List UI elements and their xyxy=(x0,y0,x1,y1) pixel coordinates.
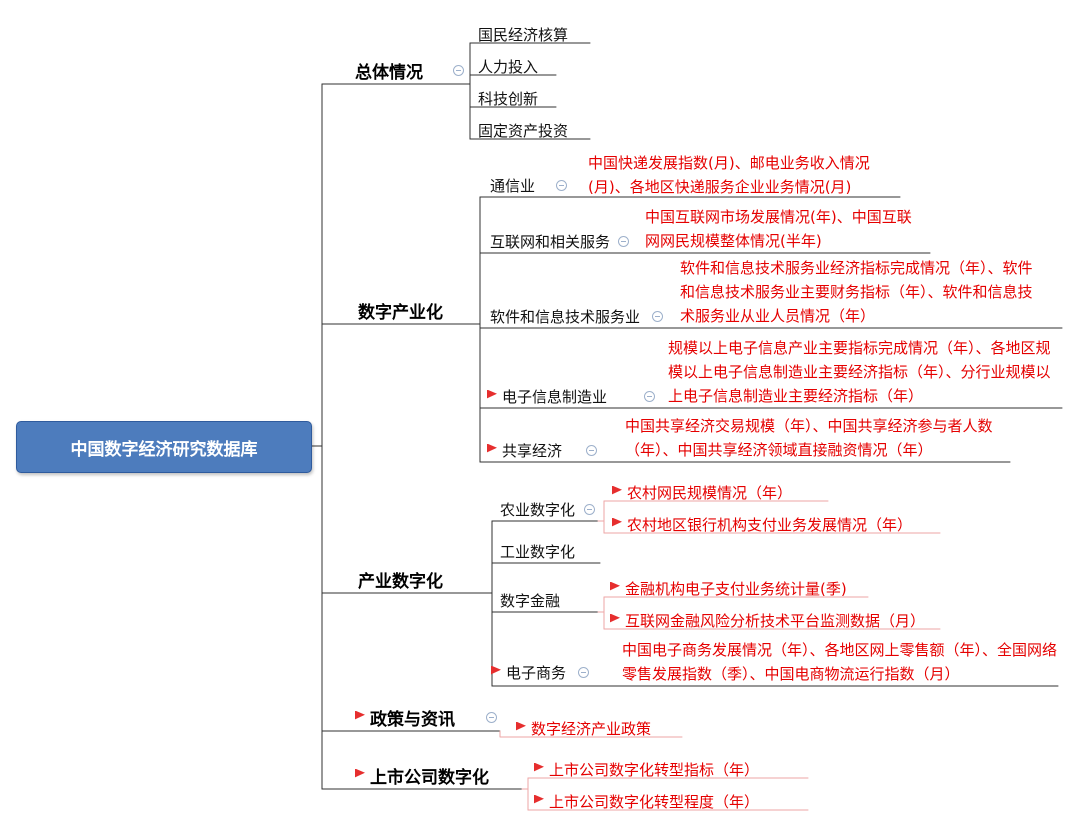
child-fixed-asset-investment[interactable]: 固定资产投资 xyxy=(478,120,568,140)
child-label: 人力投入 xyxy=(478,57,539,76)
branch-industry-digitalization[interactable]: 产业数字化 xyxy=(358,568,443,592)
flag-icon xyxy=(491,665,501,675)
collapse-icon[interactable] xyxy=(578,667,589,678)
leaf-label: 农村地区银行机构支付业务发展情况（年） xyxy=(627,515,913,534)
child-label: 固定资产投资 xyxy=(478,121,569,140)
detail-sharing-economy[interactable]: 中国共享经济交易规模（年）、中国共享经济参与者人数（年）、中国共享经济领域直接融… xyxy=(625,417,993,459)
collapse-icon[interactable] xyxy=(486,712,497,723)
leaf-label: 上市公司数字化转型程度（年） xyxy=(549,792,760,811)
child-label: 科技创新 xyxy=(478,89,539,108)
subtopic-digital-finance[interactable]: 数字金融 xyxy=(500,590,560,610)
leaf-epayment-stats[interactable]: 金融机构电子支付业务统计量(季) xyxy=(610,578,847,598)
subtopic-label: 软件和信息技术服务业 xyxy=(490,307,641,326)
flag-icon xyxy=(612,517,622,527)
collapse-icon[interactable] xyxy=(618,236,629,247)
flag-icon xyxy=(534,794,544,804)
flag-icon xyxy=(487,443,497,453)
subtopic-label: 共享经济 xyxy=(502,441,563,460)
branch-label: 上市公司数字化 xyxy=(370,767,489,788)
subtopic-electronics-manufacturing[interactable]: 电子信息制造业 xyxy=(487,386,607,406)
subtopic-telecom[interactable]: 通信业 xyxy=(490,175,535,195)
leaf-transform-degree[interactable]: 上市公司数字化转型程度（年） xyxy=(534,791,759,811)
child-tech-innovation[interactable]: 科技创新 xyxy=(478,88,538,108)
subtopic-ecommerce[interactable]: 电子商务 xyxy=(491,662,566,682)
subtopic-agriculture-digital[interactable]: 农业数字化 xyxy=(500,499,575,519)
branch-overview[interactable]: 总体情况 xyxy=(355,59,423,83)
leaf-digital-economy-policy[interactable]: 数字经济产业政策 xyxy=(516,718,651,738)
leaf-label: 上市公司数字化转型指标（年） xyxy=(549,760,760,779)
branch-overview-label: 总体情况 xyxy=(355,62,423,83)
child-national-accounts[interactable]: 国民经济核算 xyxy=(478,24,568,44)
subtopic-internet-services[interactable]: 互联网和相关服务 xyxy=(490,231,610,251)
flag-icon xyxy=(610,581,620,591)
leaf-label: 农村网民规模情况（年） xyxy=(627,483,793,502)
leaf-rural-banking[interactable]: 农村地区银行机构支付业务发展情况（年） xyxy=(612,514,912,534)
subtopic-label: 电子信息制造业 xyxy=(502,387,608,406)
flag-icon xyxy=(612,485,622,495)
subtopic-industry-digital[interactable]: 工业数字化 xyxy=(500,541,575,561)
leaf-rural-netizen[interactable]: 农村网民规模情况（年） xyxy=(612,482,792,502)
detail-internet-services[interactable]: 中国互联网市场发展情况(年)、中国互联网网民规模整体情况(半年) xyxy=(645,208,912,250)
subtopic-label: 通信业 xyxy=(490,176,536,195)
detail-electronics-manufacturing[interactable]: 规模以上电子信息产业主要指标完成情况（年）、各地区规模以上电子信息制造业主要经济… xyxy=(668,339,1051,405)
detail-ecommerce[interactable]: 中国电子商务发展情况（年）、各地区网上零售额（年）、全国网络零售发展指数（季）、… xyxy=(622,641,1058,683)
subtopic-label: 电子商务 xyxy=(506,663,567,682)
leaf-label: 数字经济产业政策 xyxy=(531,719,652,738)
subtopic-label: 数字金融 xyxy=(500,591,561,610)
leaf-internet-finance-risk[interactable]: 互联网金融风险分析技术平台监测数据（月） xyxy=(610,610,925,630)
branch-label: 产业数字化 xyxy=(358,571,443,592)
root-label: 中国数字经济研究数据库 xyxy=(70,439,258,460)
branch-label: 数字产业化 xyxy=(358,302,443,323)
leaf-label: 金融机构电子支付业务统计量(季) xyxy=(625,579,847,598)
leaf-transform-index[interactable]: 上市公司数字化转型指标（年） xyxy=(534,759,759,779)
root-node[interactable]: 中国数字经济研究数据库 xyxy=(16,421,312,473)
collapse-icon[interactable] xyxy=(453,65,464,76)
child-human-input[interactable]: 人力投入 xyxy=(478,56,538,76)
branch-label: 政策与资讯 xyxy=(370,709,455,730)
collapse-icon[interactable] xyxy=(586,445,597,456)
flag-icon xyxy=(355,710,365,720)
subtopic-software-it-services[interactable]: 软件和信息技术服务业 xyxy=(490,306,640,326)
child-label: 国民经济核算 xyxy=(478,25,569,44)
leaf-label: 互联网金融风险分析技术平台监测数据（月） xyxy=(625,611,926,630)
subtopic-sharing-economy[interactable]: 共享经济 xyxy=(487,440,562,460)
flag-icon xyxy=(487,389,497,399)
flag-icon xyxy=(610,613,620,623)
branch-listed-company-digital[interactable]: 上市公司数字化 xyxy=(355,764,489,788)
flag-icon xyxy=(355,768,365,778)
flag-icon xyxy=(516,721,526,731)
subtopic-label: 互联网和相关服务 xyxy=(490,232,611,251)
branch-policy-news[interactable]: 政策与资讯 xyxy=(355,706,455,730)
collapse-icon[interactable] xyxy=(584,504,595,515)
branch-digital-industrialization[interactable]: 数字产业化 xyxy=(358,299,443,323)
collapse-icon[interactable] xyxy=(652,311,663,322)
collapse-icon[interactable] xyxy=(556,180,567,191)
flag-icon xyxy=(534,762,544,772)
collapse-icon[interactable] xyxy=(644,391,655,402)
detail-telecom[interactable]: 中国快递发展指数(月)、邮电业务收入情况(月)、各地区快递服务企业业务情况(月) xyxy=(588,154,870,196)
subtopic-label: 工业数字化 xyxy=(500,542,576,561)
subtopic-label: 农业数字化 xyxy=(500,500,576,519)
detail-software-it-services[interactable]: 软件和信息技术服务业经济指标完成情况（年）、软件和信息技术服务业主要财务指标（年… xyxy=(680,259,1033,325)
